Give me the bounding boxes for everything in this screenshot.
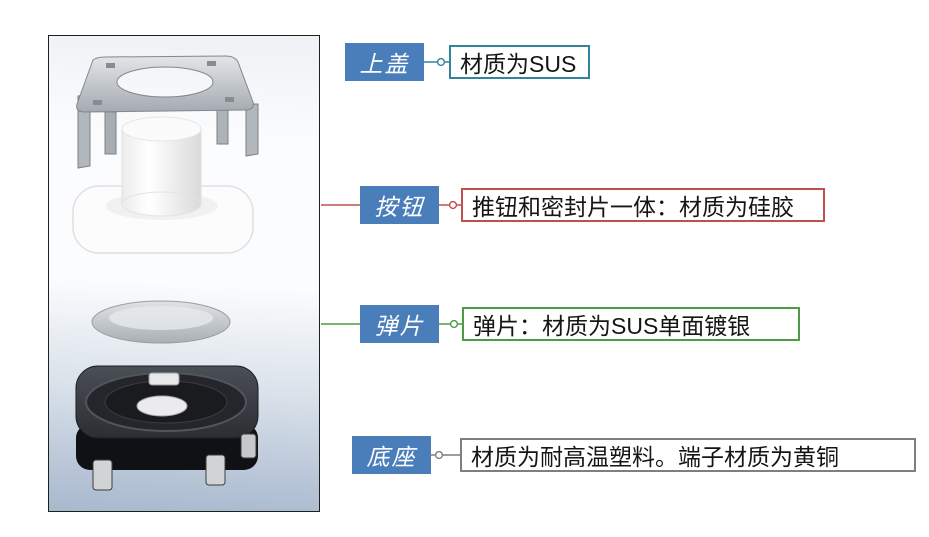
part-description-base: 材质为耐高温塑料。端子材质为黄铜 bbox=[460, 438, 916, 472]
part-description-top-cover: 材质为SUS bbox=[449, 45, 590, 79]
spring-disc-shape bbox=[91, 300, 231, 344]
connector-top-cover bbox=[424, 57, 449, 67]
part-label-top-cover: 上盖 bbox=[345, 43, 424, 81]
connector-base bbox=[431, 450, 460, 460]
connector-button bbox=[439, 200, 461, 210]
part-label-button: 按钮 bbox=[360, 186, 439, 224]
connector-spring bbox=[439, 319, 462, 329]
button-shape bbox=[72, 116, 254, 254]
switch-exploded-view-illustration bbox=[72, 55, 259, 491]
part-description-spring: 弹片：材质为SUS单面镀银 bbox=[462, 307, 800, 341]
part-description-button: 推钮和密封片一体：材质为硅胶 bbox=[461, 188, 825, 222]
base-shape bbox=[75, 365, 259, 491]
exploded-view-panel bbox=[48, 35, 320, 512]
part-label-spring: 弹片 bbox=[360, 305, 439, 343]
part-label-base: 底座 bbox=[352, 436, 431, 474]
top-cover-shape bbox=[76, 55, 259, 169]
